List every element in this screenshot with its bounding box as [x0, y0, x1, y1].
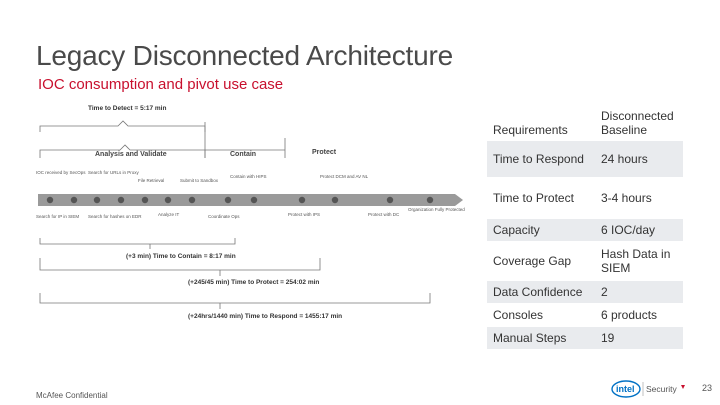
milestone-dots: [46, 196, 434, 204]
top-event-2: Search for URLs in Proxy: [88, 170, 140, 175]
time-to-contain-label: (+3 min) Time to Contain = 8:17 min: [126, 253, 236, 260]
bottom-event-2: Search for hashes on EDR: [88, 214, 142, 219]
table-row: Data Confidence 2: [487, 281, 683, 303]
header-requirements: Requirements: [493, 123, 568, 137]
header-baseline: Disconnected Baseline: [601, 109, 674, 137]
bottom-event-4: Coordinate Ops: [208, 214, 240, 219]
phase-contain-label: Contain: [230, 151, 256, 158]
detect-bracket: [39, 120, 206, 132]
table-row: Manual Steps 19: [487, 327, 683, 349]
top-event-6: Protect DCM and AV NL: [320, 174, 369, 179]
phase-analysis-label: Analysis and Validate: [95, 151, 167, 158]
intel-wordmark: intel: [616, 384, 635, 394]
slide-subtitle: IOC consumption and pivot use case: [38, 76, 284, 93]
table-row: Time to Respond 24 hours: [487, 141, 683, 177]
bottom-event-7: Organization Fully Protected: [408, 207, 465, 212]
row-label: Manual Steps: [487, 327, 597, 349]
time-to-protect-label: (+245/45 min) Time to Protect = 254:02 m…: [188, 279, 319, 286]
bottom-event-5: Protect with IPS: [288, 212, 320, 217]
table-row: Consoles 6 products: [487, 303, 683, 327]
respond-time-bracket: [39, 293, 431, 304]
bottom-event-1: Search for IP in SIEM: [36, 214, 79, 219]
row-value: 6 products: [601, 308, 658, 322]
row-label: Coverage Gap: [493, 254, 572, 268]
row-label: Consoles: [493, 308, 544, 322]
top-event-5: Contain with HIPS: [230, 174, 267, 179]
security-wordmark: Security: [646, 384, 677, 394]
page-number: 23: [702, 383, 713, 393]
row-value: Hash Data in SIEM: [601, 247, 671, 275]
time-to-respond-label: (+24hrs/1440 min) Time to Respond = 1455…: [188, 313, 342, 320]
top-event-4: Submit to Sandbox: [180, 178, 219, 183]
analysis-bracket: [39, 144, 205, 158]
requirements-table: Requirements Disconnected Baseline Time …: [487, 99, 683, 349]
timeline-diagram: Time to Detect = 5:17 min Analysis and V…: [30, 98, 470, 338]
row-value: 6 IOC/day: [597, 219, 683, 241]
row-value: 19: [597, 327, 683, 349]
protect-time-bracket: [39, 258, 321, 271]
bottom-event-6: Protect with DC: [368, 212, 400, 217]
row-label: Time to Respond: [487, 141, 597, 177]
row-value: 2: [597, 281, 683, 303]
contain-time-bracket: [39, 238, 236, 245]
confidential-footer: McAfee Confidential: [36, 391, 108, 400]
slide-title: Legacy Disconnected Architecture: [36, 40, 453, 71]
bottom-event-3: Analyze IT: [158, 212, 180, 217]
table-header-row: Requirements Disconnected Baseline: [487, 99, 683, 141]
top-event-3: File Retrieval: [138, 178, 164, 183]
time-to-detect-label: Time to Detect = 5:17 min: [88, 105, 166, 112]
row-value: 24 hours: [597, 141, 683, 177]
intel-security-logo: intel Security: [610, 376, 690, 400]
top-event-1: IOC received by SecOps: [36, 170, 86, 175]
table-row: Capacity 6 IOC/day: [487, 219, 683, 241]
table-row: Coverage Gap Hash Data in SIEM: [487, 241, 683, 281]
row-label: Capacity: [487, 219, 597, 241]
timeline-arrow: [38, 194, 463, 206]
mcafee-shield-icon: [681, 385, 685, 389]
phase-protect-label: Protect: [312, 149, 337, 156]
row-label: Time to Protect: [493, 191, 574, 205]
row-value: 3-4 hours: [601, 191, 652, 205]
intel-swirl-icon: [611, 380, 641, 398]
row-label: Data Confidence: [487, 281, 597, 303]
table-row: Time to Protect 3-4 hours: [487, 177, 683, 219]
